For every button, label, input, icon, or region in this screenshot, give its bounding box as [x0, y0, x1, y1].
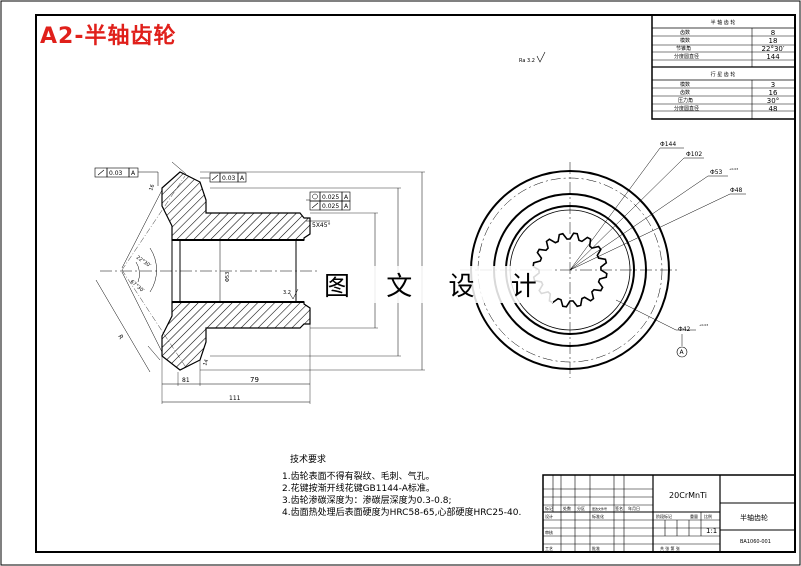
- datum-circle: [676, 346, 688, 358]
- tech-req-heading: 技术要求: [290, 455, 327, 465]
- tb-label-process: 工艺: [545, 546, 553, 551]
- param-g2-label-0: 模数: [680, 81, 690, 88]
- parameter-table: [651, 14, 796, 120]
- param-g1-value-0: 8: [771, 29, 775, 37]
- param-g1-label-3: 分度圆直径: [674, 53, 699, 60]
- end-dim-42: Φ42: [678, 326, 691, 333]
- coaxiality-1-datum: A: [344, 194, 349, 201]
- param-g2-label-3: 分度圆直径: [674, 105, 699, 112]
- title-block-text: 20CrMnTi 半轴齿轮 1:1 BA1060-001 标记 处数 分区 更改…: [545, 491, 771, 551]
- runout-mid-datum: A: [240, 175, 245, 182]
- inner-frame: [35, 14, 796, 553]
- tb-label-review: 审核: [545, 529, 553, 535]
- coaxiality-2-value: 0.025: [322, 203, 339, 210]
- watermark-text: 图 文 设 计: [322, 266, 553, 303]
- section-view: 22°30′ 67°30′ R 0.03 A 0.03 A: [94, 161, 425, 404]
- param-group2-header: 行 星 齿 轮: [711, 71, 736, 78]
- dim-r-label: R: [116, 334, 124, 341]
- gear-body-lower: [161, 301, 311, 371]
- runout-left-frame: 0.03 A: [94, 167, 159, 186]
- dim-16-label: 16: [148, 184, 156, 192]
- runout-mid-frame: 0.03 A: [200, 172, 247, 183]
- param-g1-value-1: 18: [769, 37, 778, 45]
- tb-label-change: 更改文件号: [592, 506, 607, 511]
- end-dim-48: Φ48: [730, 187, 743, 194]
- param-group1-header: 半 轴 齿 轮: [711, 19, 736, 26]
- coaxiality-1-value: 0.025: [322, 194, 339, 201]
- coaxiality-frames: 0.025 A 0.025 A: [306, 191, 351, 211]
- tb-label-mark: 标记: [545, 505, 553, 511]
- tb-label-stage: 阶段标记: [656, 513, 672, 519]
- tb-label-standard: 标准化: [592, 513, 604, 519]
- parameter-table-text: 半 轴 齿 轮 齿数 8 模数 18 节锥角 22°30′ 分度圆直径 144 …: [674, 19, 785, 113]
- tb-label-date: 年月日: [628, 505, 640, 511]
- param-g2-value-1: 16: [769, 89, 778, 97]
- end-dim-102: Φ102: [686, 151, 702, 158]
- tb-label-approve: 批准: [592, 545, 600, 551]
- param-g2-value-0: 3: [771, 81, 775, 89]
- dim-14-label: 14: [202, 359, 210, 367]
- runout-mid-value: 0.03: [222, 175, 236, 182]
- end-dim-144: Φ144: [660, 141, 676, 148]
- param-g2-label-1: 齿数: [680, 89, 690, 96]
- tb-label-ratio: 比例: [704, 513, 712, 519]
- end-view: Φ144 Φ102 Φ53 +0.03 Φ48 Φ42 +0.03 A: [460, 141, 746, 378]
- datum-label: A: [680, 349, 685, 356]
- title-block: [542, 474, 796, 553]
- param-g2-value-3: 48: [769, 105, 778, 113]
- chamfer-label: 5X45°: [312, 222, 331, 229]
- tb-label-sheet: 共 张 第 张: [660, 545, 680, 551]
- end-dim-53: Φ53: [710, 169, 723, 176]
- coaxiality-2-datum: A: [344, 203, 349, 210]
- end-dim-53-tol: +0.03: [729, 167, 738, 171]
- tech-req-item-1: 1.齿轮表面不得有裂纹、毛刺、气孔。: [282, 472, 435, 482]
- tb-label-weight: 重量: [690, 513, 698, 519]
- param-g1-value-2: 22°30′: [762, 45, 785, 53]
- param-g1-label-1: 模数: [680, 37, 690, 44]
- tb-label-design: 设计: [545, 513, 553, 519]
- tech-req-item-3: 3.齿轮渗碳深度为：渗碳层深度为0.3-0.8;: [282, 496, 452, 506]
- tb-label-sign: 签名: [615, 505, 623, 511]
- drawing-no: BA1060-001: [740, 539, 771, 545]
- runout-left-value: 0.03: [109, 170, 123, 177]
- dim-111-label: 111: [229, 395, 241, 402]
- dim-79-label: 79: [250, 376, 259, 384]
- dim-81-label: 81: [182, 377, 190, 384]
- param-g1-value-3: 144: [766, 53, 780, 61]
- drawing-title: A2-半轴齿轮: [40, 24, 177, 49]
- technical-requirements: 技术要求 1.齿轮表面不得有裂纹、毛刺、气孔。 2.花键按渐开线花键GB1144…: [282, 452, 521, 519]
- param-g1-label-2: 节锥角: [676, 45, 691, 52]
- end-dim-42-tol: +0.03: [699, 323, 708, 327]
- angle-1-label: 22°30′: [135, 255, 153, 270]
- material: 20CrMnTi: [669, 491, 707, 500]
- param-g2-label-2: 压力角: [678, 97, 693, 104]
- part-name: 半轴齿轮: [740, 513, 768, 522]
- gear-body-upper: [161, 171, 311, 241]
- tb-label-count: 处数: [563, 505, 571, 511]
- tech-req-item-2: 2.花键按渐开线花键GB1144-A标准。: [282, 484, 435, 494]
- roughness-note-text: Ra 3.2: [519, 58, 535, 64]
- angle-2-label: 67°30′: [129, 279, 146, 295]
- tech-req-item-4: 4.齿面热处理后表面硬度为HRC58-65,心部硬度HRC25-40.: [282, 508, 522, 518]
- bore-dim-label: Φ53: [225, 272, 231, 282]
- roughness-note: Ra 3.2: [519, 51, 546, 64]
- runout-left-datum: A: [131, 170, 136, 177]
- param-g1-label-0: 齿数: [680, 29, 690, 36]
- scale: 1:1: [706, 527, 717, 535]
- tb-label-zone: 分区: [577, 505, 585, 511]
- inner-roughness: 3.2: [283, 290, 291, 296]
- param-g2-value-2: 30°: [767, 97, 779, 105]
